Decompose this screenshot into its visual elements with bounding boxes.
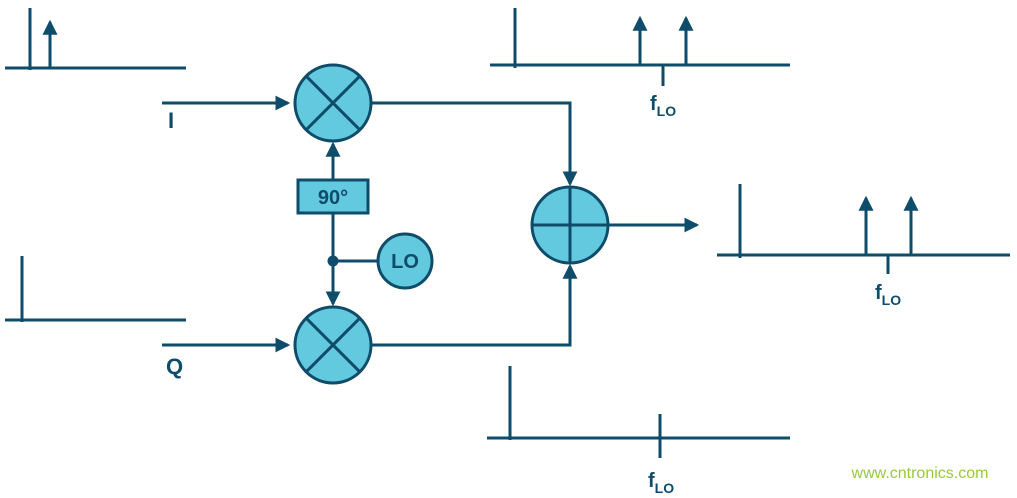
mixer-q-to-summer-arrow <box>371 263 578 347</box>
spectrum-mixer-i-output: fLO <box>490 8 790 119</box>
spectrum-input-q <box>5 256 186 322</box>
mixer-q <box>293 305 373 385</box>
phase-shifter: 90° <box>296 178 370 215</box>
watermark: www.cntronics.com <box>851 465 989 482</box>
mixer-i-to-summer-arrow <box>371 101 578 187</box>
summer <box>530 185 610 265</box>
spectrum-mixer-q-output: fLO <box>487 366 790 496</box>
spectrum-input-i <box>5 8 186 70</box>
phase-shifter-label: 90° <box>318 187 348 209</box>
input-i-label: I <box>168 108 174 133</box>
multiply-icon <box>305 75 361 131</box>
flo-label: fLO <box>648 470 674 496</box>
local-oscillator: LO <box>376 232 434 290</box>
lo-circle <box>376 232 434 290</box>
flo-label: fLO <box>650 93 676 119</box>
flo-label: fLO <box>875 282 901 308</box>
mixer-i <box>293 63 373 143</box>
input-q-label: Q <box>166 354 183 379</box>
spectrum-output: fLO <box>717 184 1010 308</box>
plus-icon <box>532 187 608 263</box>
lo-label: LO <box>391 251 419 273</box>
multiply-icon <box>305 317 361 373</box>
